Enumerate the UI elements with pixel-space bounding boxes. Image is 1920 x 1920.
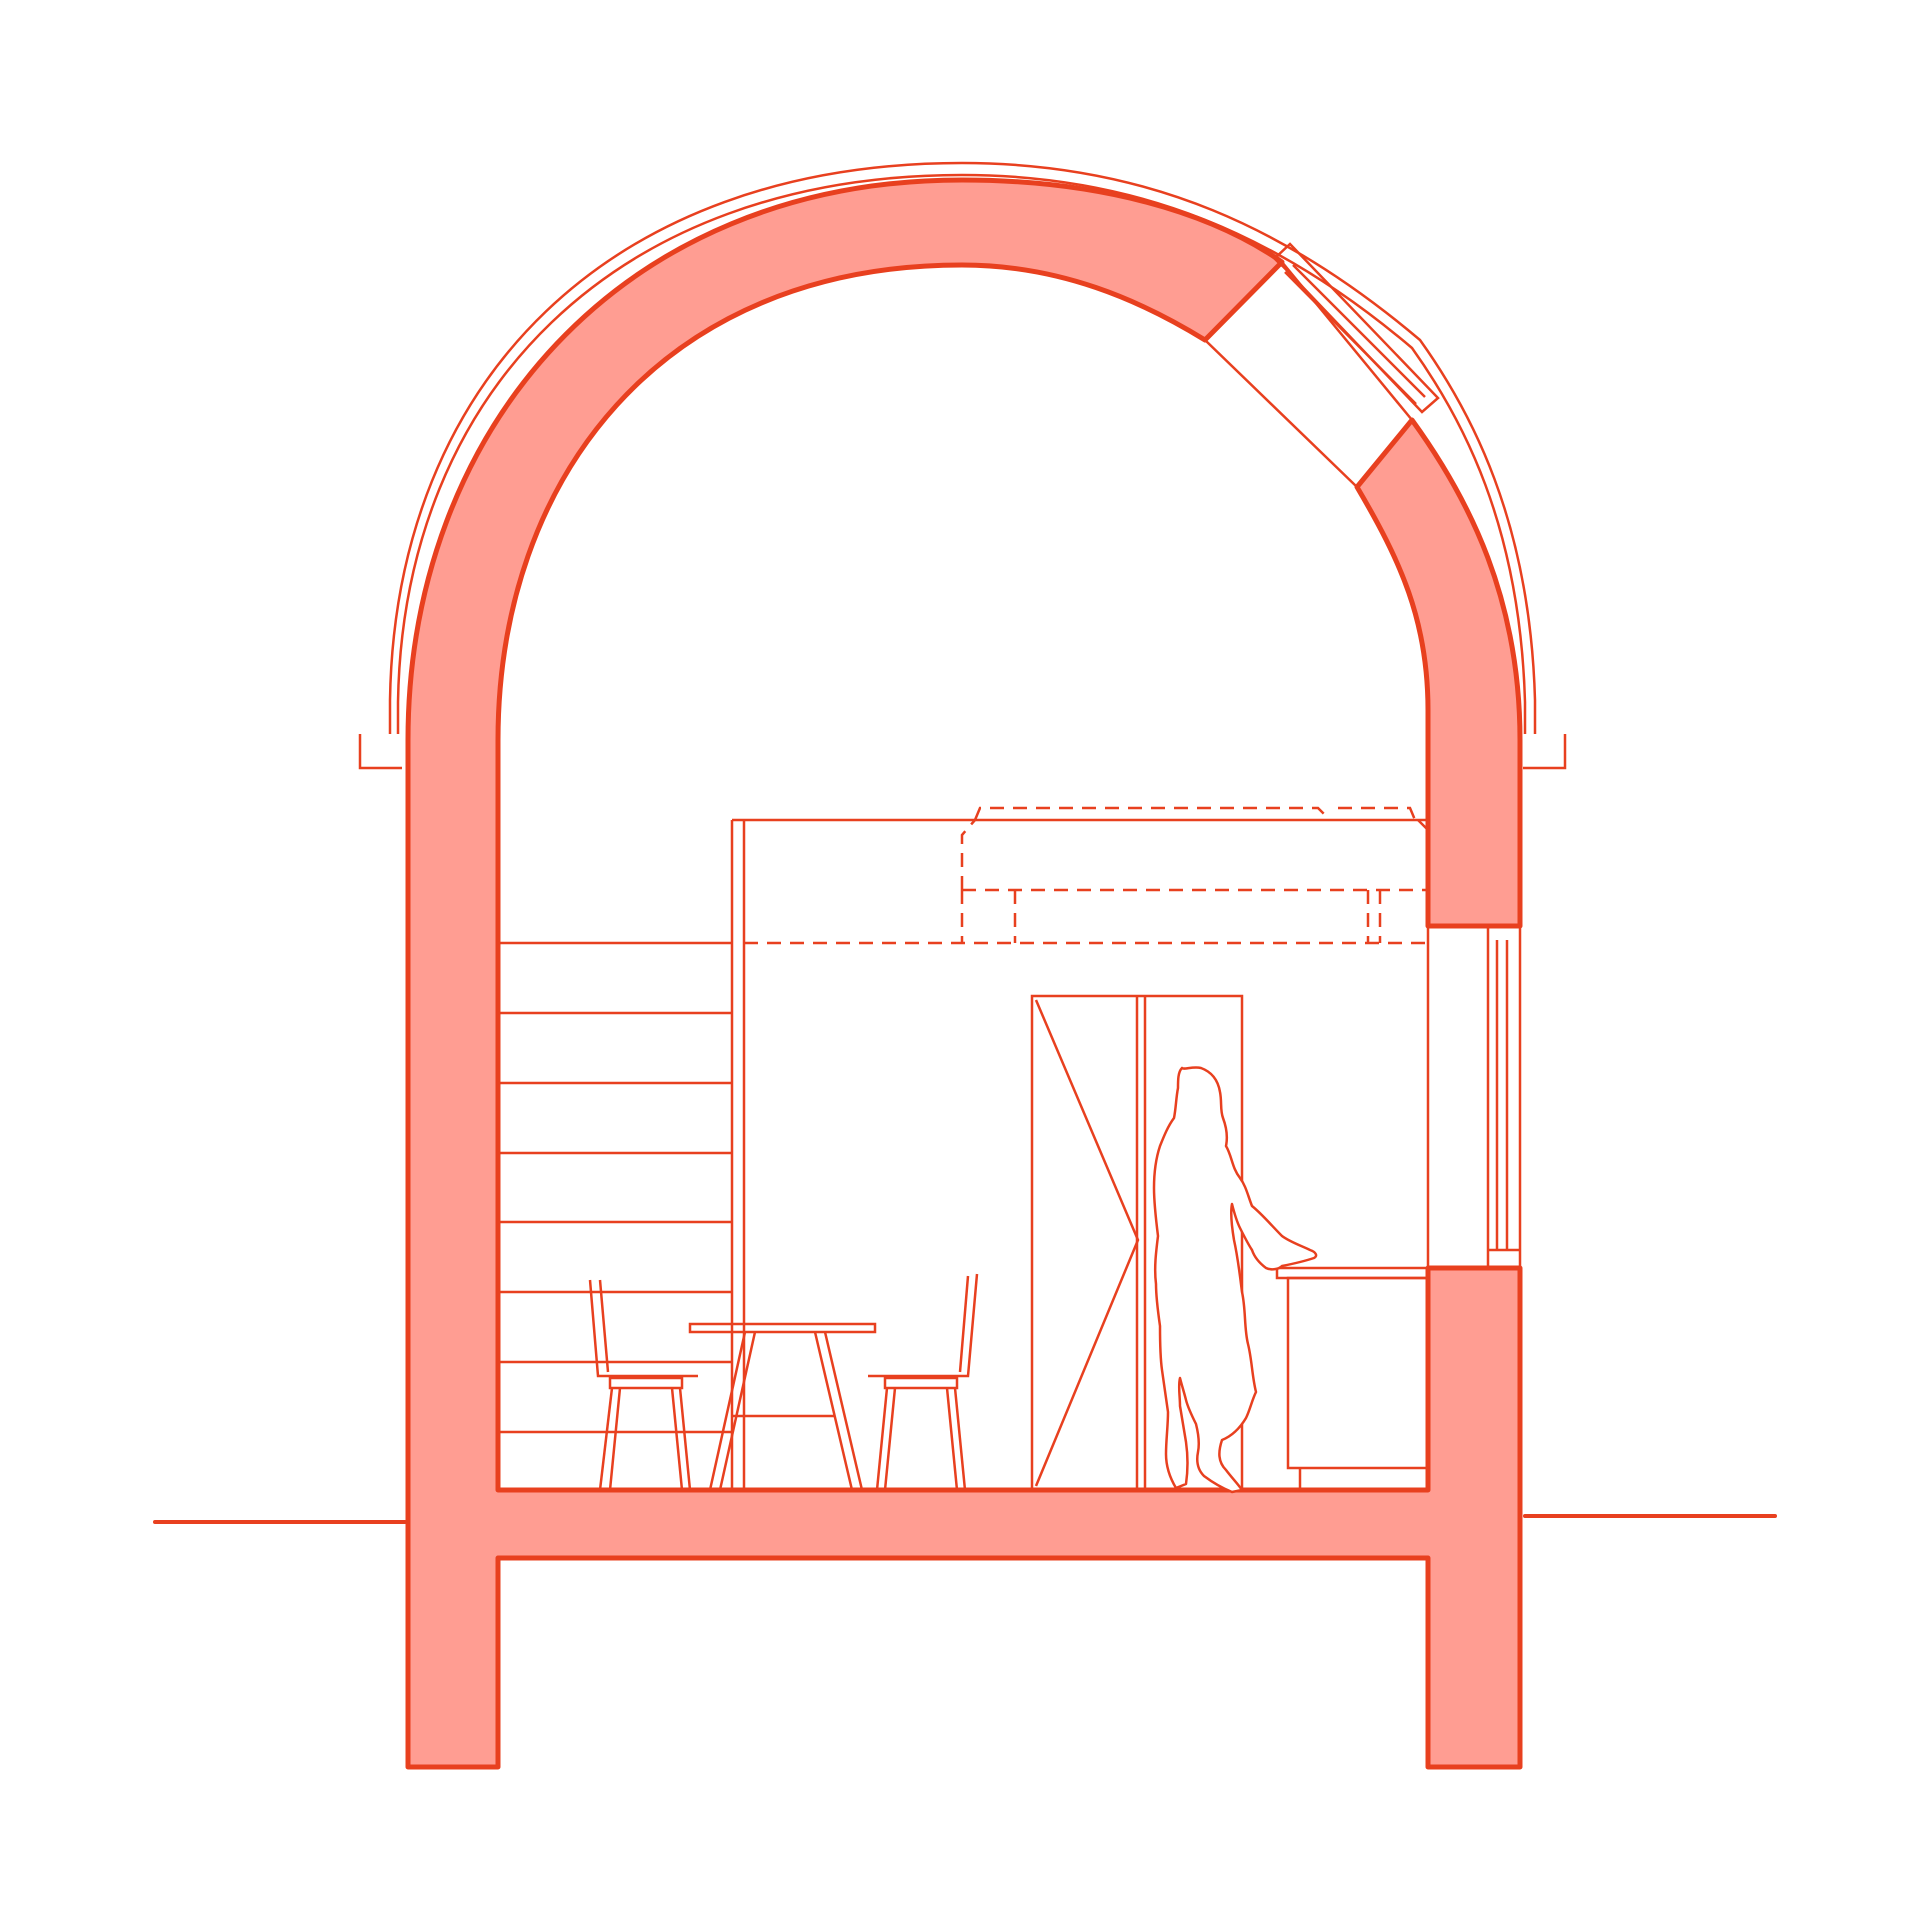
window [1426, 924, 1522, 1270]
mezzanine-loft [730, 806, 1429, 1490]
ground-line [153, 1514, 1777, 1524]
skylight [1204, 242, 1440, 488]
vault-shell [405, 177, 1523, 1770]
stair [498, 941, 732, 1434]
vault-shell [1354, 417, 1523, 929]
chair [588, 1279, 698, 1491]
door [1030, 994, 1244, 1492]
person [1152, 1066, 1318, 1494]
kitchen-counter [1275, 1266, 1430, 1490]
dining-table [688, 1322, 877, 1491]
roof-membrane [358, 161, 1567, 770]
chair [868, 1273, 979, 1491]
